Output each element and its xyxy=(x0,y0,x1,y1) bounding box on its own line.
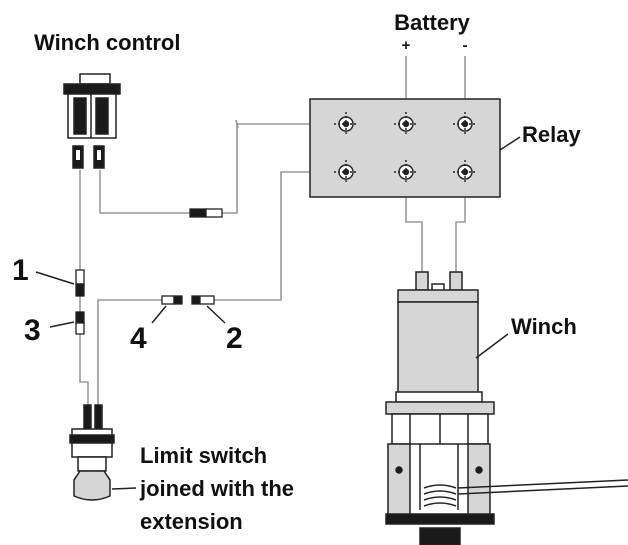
motor-terminal-right xyxy=(449,271,463,291)
leader-3 xyxy=(49,321,75,328)
winch-base xyxy=(385,513,495,525)
winch xyxy=(385,271,628,545)
connector-3-part xyxy=(75,311,85,335)
inline-connectors xyxy=(75,208,223,335)
battery-plus-label: + xyxy=(402,37,411,54)
relay-leader-line xyxy=(499,136,521,151)
connector-4-label: 4 xyxy=(130,322,147,355)
switch-inner-right xyxy=(95,97,109,135)
wire-connector-3-to-limit xyxy=(79,334,89,405)
frame-left xyxy=(387,443,411,521)
winch-leader xyxy=(475,333,509,359)
motor-collar xyxy=(395,391,483,403)
wire-relay-top-join xyxy=(222,123,346,214)
battery-minus-label: - xyxy=(463,37,468,54)
leader-1 xyxy=(35,271,75,285)
relay-terminals xyxy=(334,112,477,184)
switch-terminal-right-slot xyxy=(97,150,101,160)
relay-terminal-bottom-middle xyxy=(394,160,418,184)
switch-bezel xyxy=(63,83,121,95)
switch-inner-left xyxy=(73,97,87,135)
connector-3-label: 3 xyxy=(24,314,41,347)
relay-terminal-top-left xyxy=(334,112,358,136)
cable-bottom xyxy=(457,485,628,495)
cable-top xyxy=(457,479,628,489)
relay-terminal-top-right xyxy=(453,112,477,136)
connector-relay-top xyxy=(189,208,223,218)
switch-rocker-top xyxy=(79,73,111,85)
frame-bolt-right xyxy=(475,466,483,474)
frame-right xyxy=(467,443,491,521)
switch-terminal-left-slot xyxy=(76,150,80,160)
limit-leader xyxy=(111,487,137,490)
relay xyxy=(309,98,521,198)
winch-control-label: Winch control xyxy=(34,30,180,55)
limit-switch-label-line3: extension xyxy=(140,509,243,534)
drum-coils xyxy=(423,484,457,507)
wire-control-to-relay-top xyxy=(99,170,190,214)
connector-2-part xyxy=(191,295,215,305)
limit-switch xyxy=(69,404,137,501)
relay-terminal-top-middle xyxy=(394,112,418,136)
frame-bolt-left xyxy=(395,466,403,474)
connector-1-part xyxy=(75,269,85,297)
winch-label: Winch xyxy=(511,314,577,339)
wire-connector-4-to-limit xyxy=(97,299,162,405)
winch-control-switch xyxy=(63,73,121,169)
battery-label: Battery xyxy=(394,10,471,35)
relay-body xyxy=(309,98,501,198)
limit-switch-label-line1: Limit switch xyxy=(140,443,267,468)
leader-4 xyxy=(151,305,167,324)
motor-body xyxy=(397,301,479,395)
limit-body-lower xyxy=(77,456,107,472)
limit-switch-label-line2: joined with the xyxy=(139,476,294,501)
limit-terminal-left xyxy=(83,404,92,430)
connector-leaders xyxy=(35,271,226,328)
limit-body-band xyxy=(69,434,115,444)
relay-terminal-bottom-left xyxy=(334,160,358,184)
connector-4-part xyxy=(161,295,183,305)
relay-label: Relay xyxy=(522,122,581,147)
limit-terminal-right xyxy=(94,404,103,430)
wire-tick xyxy=(235,119,239,129)
gearbox-top xyxy=(385,401,495,415)
limit-plunger xyxy=(73,470,111,501)
connector-1-label: 1 xyxy=(12,254,29,287)
connector-2-label: 2 xyxy=(226,322,243,355)
relay-terminal-bottom-right xyxy=(453,160,477,184)
motor-top-plate xyxy=(397,289,479,303)
motor-terminal-left xyxy=(415,271,429,291)
winch-foot xyxy=(419,527,461,545)
leader-2 xyxy=(206,305,226,324)
